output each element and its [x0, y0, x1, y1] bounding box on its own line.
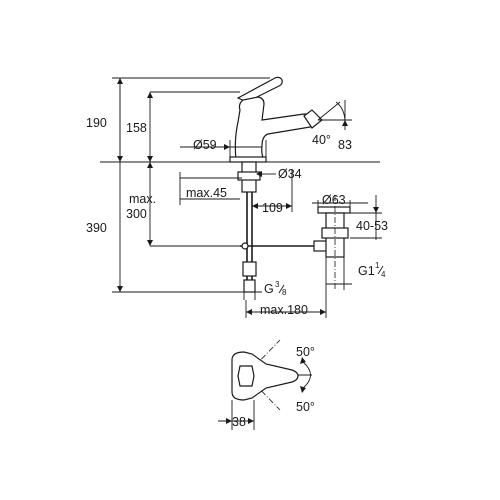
- label-base-diameter: Ø59: [193, 138, 217, 152]
- label-upper-height: 190: [86, 116, 107, 130]
- svg-text:G: G: [264, 282, 274, 296]
- mounting-nut: [237, 171, 261, 181]
- label-spray-angle: 40°: [312, 133, 331, 147]
- top-handle-square: [237, 365, 255, 387]
- waste-flange: [317, 206, 351, 214]
- label-angle-upper: 50°: [296, 345, 315, 359]
- svg-text:G1: G1: [358, 264, 375, 278]
- label-total-height: 390: [86, 221, 107, 235]
- label-waste-diameter: Ø63: [322, 193, 346, 207]
- label-pull-rod-reach: max.180: [260, 303, 308, 317]
- waste-valve: [317, 195, 351, 290]
- label-supply-thread: G 3 8: [264, 280, 287, 297]
- label-angle-lower: 50°: [296, 400, 315, 414]
- pull-rod-joint: [241, 242, 249, 250]
- supply-end: [243, 279, 256, 293]
- label-hole-diameter: Ø34: [278, 167, 302, 181]
- top-body: [231, 351, 299, 401]
- label-waste-range: 40-53: [356, 219, 388, 233]
- label-lower-max-a: max.: [129, 192, 156, 206]
- label-under-depth: max.45: [186, 186, 227, 200]
- dimension-lines: [112, 77, 382, 318]
- supply-fitting: [242, 261, 257, 277]
- label-waste-thread: G1 1 4: [358, 261, 386, 279]
- svg-text:1: 1: [375, 261, 380, 270]
- faucet-side-view: [100, 76, 380, 293]
- label-spout-reach: 109: [262, 201, 283, 215]
- svg-text:8: 8: [282, 288, 287, 297]
- lever-handle: [236, 76, 283, 103]
- svg-text:4: 4: [381, 270, 386, 279]
- base-plate: [229, 156, 267, 163]
- faucet-top-view: [218, 339, 312, 430]
- label-lower-max-b: 300: [126, 207, 147, 221]
- faucet-body: [234, 96, 319, 161]
- svg-text:3: 3: [275, 280, 280, 289]
- dimension-labels: 390 190 158 max. 300 Ø59 Ø34 40° 83 max.…: [86, 116, 388, 429]
- label-handle-offset: 38: [232, 415, 246, 429]
- label-spout-height: 158: [126, 121, 147, 135]
- label-spray-height: 83: [338, 138, 352, 152]
